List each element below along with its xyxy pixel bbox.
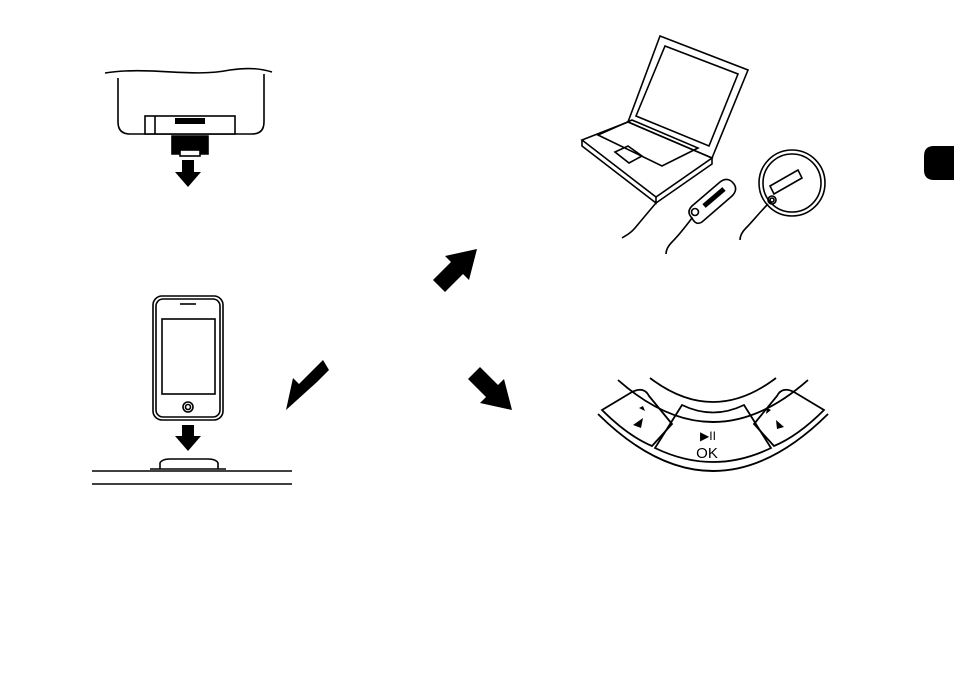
cd-player-icon (740, 150, 825, 240)
previous-track-icon (633, 406, 645, 428)
down-arrow-ipod-icon (175, 425, 201, 451)
laptop-icon (582, 36, 748, 238)
ok-label: OK (696, 445, 718, 462)
arrow-to-remote-buttons (468, 367, 512, 410)
arrow-to-ipod-dock (286, 360, 329, 410)
down-arrow-adapter-icon (175, 160, 201, 187)
dock-base-icon (92, 459, 292, 484)
play-pause-label: ▶II (700, 429, 716, 443)
section-tab-marker (924, 146, 954, 180)
dock-adapter-icon (105, 69, 272, 156)
next-track-icon (766, 408, 784, 429)
ipod-icon (153, 296, 223, 420)
usb-player-icon (666, 179, 736, 254)
arrow-to-computer-players (433, 249, 477, 292)
